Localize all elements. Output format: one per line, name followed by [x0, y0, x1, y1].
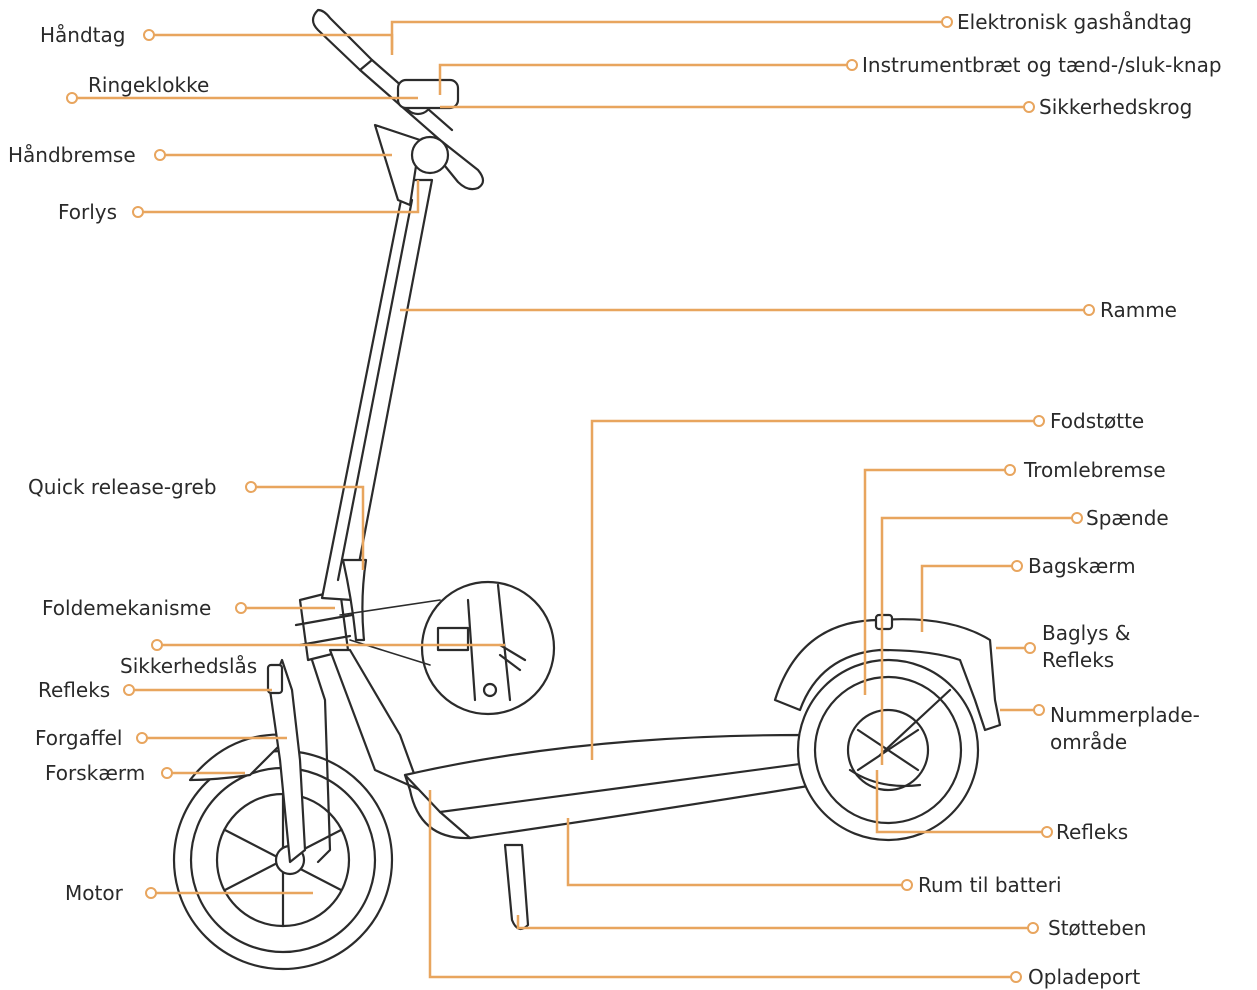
label-handtag: Håndtag	[40, 23, 125, 47]
kickstand	[505, 845, 528, 929]
label-refleks-front: Refleks	[38, 678, 110, 702]
label-bagskaerm: Bagskærm	[1028, 554, 1136, 578]
label-ramme: Ramme	[1100, 298, 1177, 322]
label-forskaerm: Forskærm	[45, 761, 145, 785]
label-fodstotte: Fodstøtte	[1050, 409, 1144, 433]
label-handbremse: Håndbremse	[8, 143, 136, 167]
rear-wheel	[798, 660, 978, 840]
label-batteri: Rum til batteri	[918, 873, 1062, 897]
label-tromlebremse: Tromlebremse	[1024, 458, 1166, 482]
label-motor: Motor	[65, 881, 123, 905]
label-forlys: Forlys	[58, 200, 117, 224]
label-nummerplade: Nummerplade- område	[1050, 702, 1200, 756]
label-sikkerhedslas: Sikkerhedslås	[120, 654, 257, 678]
label-foldemekanisme: Foldemekanisme	[42, 596, 211, 620]
label-spaende: Spænde	[1086, 506, 1169, 530]
label-sikkerhedskrog: Sikkerhedskrog	[1039, 95, 1192, 119]
label-baglys: Baglys & Refleks	[1042, 620, 1130, 674]
label-quick-release: Quick release-greb	[28, 475, 217, 499]
label-refleks-rear: Refleks	[1056, 820, 1128, 844]
label-opladeport: Opladeport	[1028, 965, 1140, 989]
label-gashandtag: Elektronisk gashåndtag	[957, 10, 1192, 34]
label-forgaffel: Forgaffel	[35, 726, 123, 750]
label-stotteben: Støtteben	[1048, 916, 1146, 940]
deck	[405, 735, 830, 812]
fold-detail-inset	[422, 582, 554, 714]
label-ringeklokke: Ringeklokke	[88, 73, 209, 97]
steering-column	[322, 180, 432, 600]
label-instrumentbraet: Instrumentbræt og tænd-/sluk-knap	[862, 53, 1222, 77]
